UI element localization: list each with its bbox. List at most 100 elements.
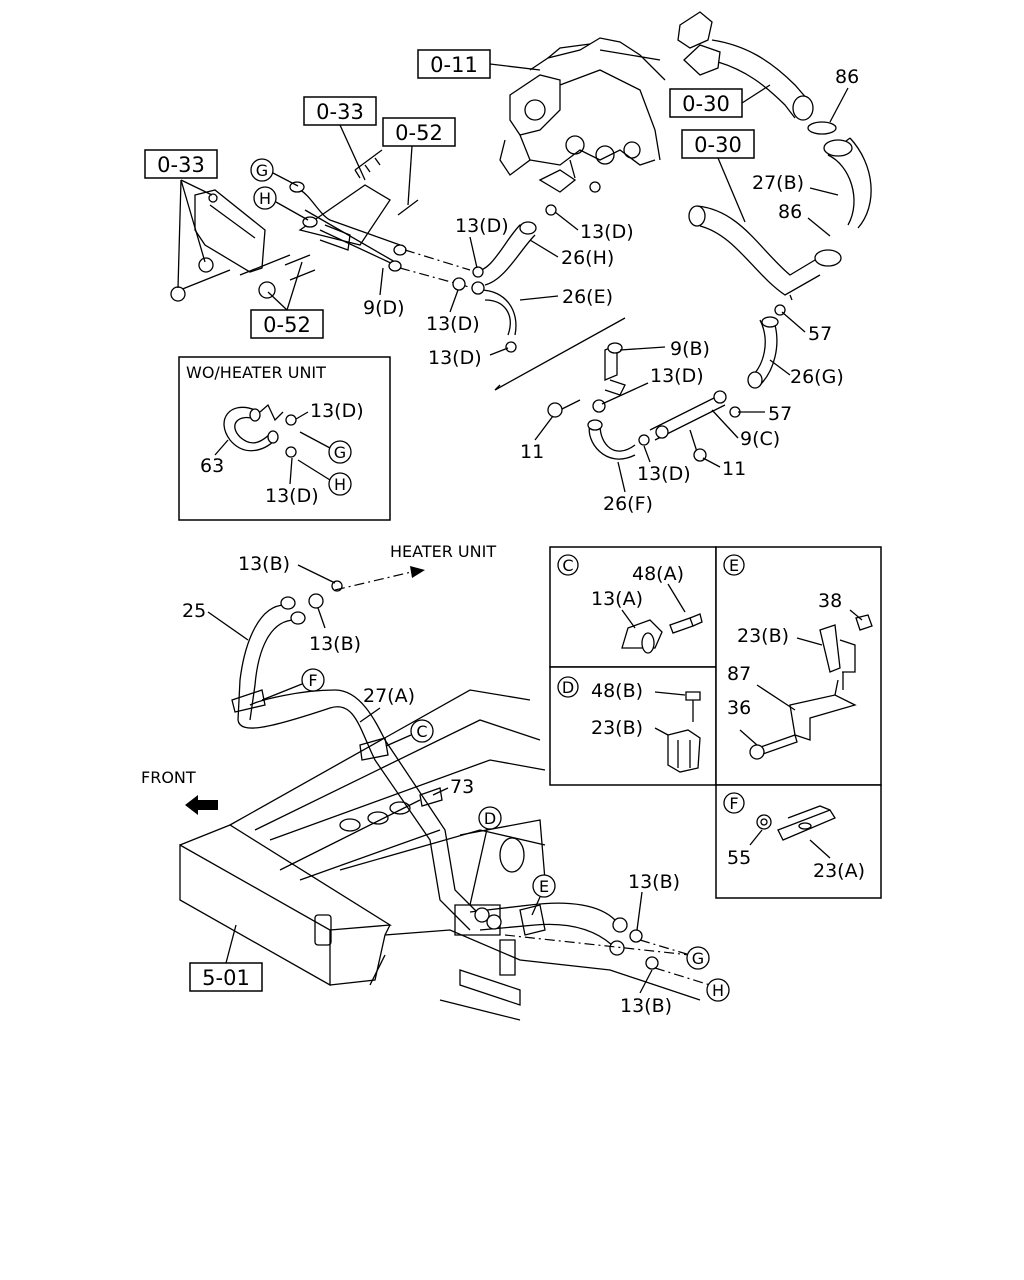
- svg-text:57: 57: [768, 403, 792, 425]
- svg-text:26(G): 26(G): [790, 366, 844, 388]
- heater-hose-25: [237, 580, 343, 721]
- ref-box-0-52-a: 0-52: [382, 117, 456, 206]
- detail-grid: [549, 546, 882, 899]
- svg-text:48(A): 48(A): [632, 563, 684, 585]
- pipes-9b-9c: [494, 304, 786, 462]
- ref-box-0-52-b: 0-52: [250, 261, 324, 339]
- callout-c-lower: C: [385, 719, 434, 747]
- svg-text:23(A): 23(A): [813, 860, 865, 882]
- svg-text:73: 73: [450, 776, 474, 798]
- svg-text:9(D): 9(D): [363, 297, 405, 319]
- hose-27b: [807, 121, 872, 229]
- detail-e: E 38 23(B) 87 36: [723, 554, 873, 760]
- svg-text:FRONT: FRONT: [141, 768, 196, 787]
- ref-box-0-30-b: 0-30: [681, 129, 755, 223]
- detail-f: F 55 23(A): [723, 792, 865, 882]
- callout-g-top: G: [250, 158, 299, 187]
- svg-text:13(D): 13(D): [310, 400, 364, 422]
- callout-e-lower: E: [531, 874, 556, 916]
- svg-text:13(D): 13(D): [650, 365, 704, 387]
- svg-text:13(B): 13(B): [628, 871, 680, 893]
- detail-d: D 48(B) 23(B): [557, 676, 701, 773]
- svg-text:F: F: [729, 794, 738, 813]
- part-labels-lower: 13(B) 13(B) 25 27(A) 73 13(B) 13(B): [182, 553, 680, 1017]
- svg-text:13(B): 13(B): [309, 633, 361, 655]
- svg-text:WO/HEATER UNIT: WO/HEATER UNIT: [186, 363, 326, 382]
- svg-text:C: C: [416, 722, 427, 741]
- svg-text:HEATER UNIT: HEATER UNIT: [390, 542, 496, 561]
- svg-text:0-33: 0-33: [316, 100, 364, 124]
- svg-text:H: H: [334, 475, 346, 494]
- ref-box-0-30-a: 0-30: [669, 84, 771, 118]
- svg-text:9(B): 9(B): [670, 338, 710, 360]
- svg-text:86: 86: [778, 201, 802, 223]
- svg-text:26(F): 26(F): [603, 493, 653, 515]
- svg-text:5-01: 5-01: [202, 966, 250, 990]
- svg-text:G: G: [334, 443, 346, 462]
- svg-text:13(D): 13(D): [428, 347, 482, 369]
- svg-text:86: 86: [835, 66, 859, 88]
- svg-text:23(B): 23(B): [591, 717, 643, 739]
- svg-text:11: 11: [520, 441, 544, 463]
- svg-text:0-11: 0-11: [430, 53, 478, 77]
- part-labels-top: 86 27(B) 86 57 26(G) 57 9(B) 13(D) 9(C) …: [363, 66, 859, 515]
- ref-box-5-01: 5-01: [189, 924, 263, 992]
- svg-text:57: 57: [808, 323, 832, 345]
- svg-text:E: E: [729, 556, 739, 575]
- svg-text:E: E: [539, 877, 549, 896]
- svg-text:D: D: [484, 809, 496, 828]
- svg-text:13(A): 13(A): [591, 588, 643, 610]
- svg-text:13(B): 13(B): [238, 553, 290, 575]
- svg-text:26(H): 26(H): [561, 247, 614, 269]
- svg-text:48(B): 48(B): [591, 680, 643, 702]
- hoses-26h-26e: [452, 181, 601, 353]
- inset-wo-heater-unit: WO/HEATER UNIT 13(D) 13(D) 63 G H: [178, 356, 391, 521]
- svg-text:55: 55: [727, 847, 751, 869]
- callout-d-lower: D: [469, 806, 502, 906]
- svg-text:26(E): 26(E): [562, 286, 613, 308]
- svg-text:27(B): 27(B): [752, 172, 804, 194]
- svg-text:13(D): 13(D): [265, 485, 319, 507]
- heater-pipe-9d: [289, 181, 407, 272]
- ref-box-0-33-b: 0-33: [144, 149, 218, 289]
- svg-text:0-52: 0-52: [263, 313, 311, 337]
- callout-f-lower: F: [261, 668, 325, 701]
- svg-text:87: 87: [727, 663, 751, 685]
- svg-text:0-33: 0-33: [157, 153, 205, 177]
- callout-g-lower: G: [686, 946, 710, 970]
- svg-text:38: 38: [818, 590, 842, 612]
- svg-text:13(D): 13(D): [426, 313, 480, 335]
- front-arrow: FRONT: [141, 768, 218, 815]
- thermostat-housing: [677, 11, 814, 121]
- svg-text:C: C: [562, 556, 573, 575]
- svg-text:0-30: 0-30: [694, 133, 742, 157]
- svg-text:0-52: 0-52: [395, 121, 443, 145]
- svg-text:13(B): 13(B): [620, 995, 672, 1017]
- heater-unit-arrow: HEATER UNIT: [334, 542, 496, 591]
- callout-h-lower: H: [706, 978, 730, 1002]
- ref-box-0-11: 0-11: [417, 49, 541, 79]
- heater-hose-27a: [231, 689, 659, 976]
- svg-text:13(D): 13(D): [580, 221, 634, 243]
- svg-text:D: D: [562, 678, 574, 697]
- svg-text:11: 11: [722, 458, 746, 480]
- svg-text:13(D): 13(D): [637, 463, 691, 485]
- svg-text:36: 36: [727, 697, 751, 719]
- bypass-pipe: [688, 205, 842, 301]
- callout-h-top: H: [253, 186, 309, 221]
- svg-text:H: H: [712, 981, 724, 1000]
- svg-text:63: 63: [200, 455, 224, 477]
- svg-text:25: 25: [182, 600, 206, 622]
- engine-block: [499, 37, 666, 193]
- svg-text:23(B): 23(B): [737, 625, 789, 647]
- svg-text:G: G: [256, 161, 268, 180]
- svg-text:F: F: [308, 671, 317, 690]
- svg-text:G: G: [692, 949, 704, 968]
- svg-text:0-30: 0-30: [682, 92, 730, 116]
- detail-c: C 48(A) 13(A): [557, 554, 703, 654]
- svg-text:13(D): 13(D): [455, 215, 509, 237]
- svg-text:H: H: [259, 189, 271, 208]
- ref-box-0-33-a: 0-33: [303, 96, 377, 181]
- svg-text:27(A): 27(A): [363, 685, 415, 707]
